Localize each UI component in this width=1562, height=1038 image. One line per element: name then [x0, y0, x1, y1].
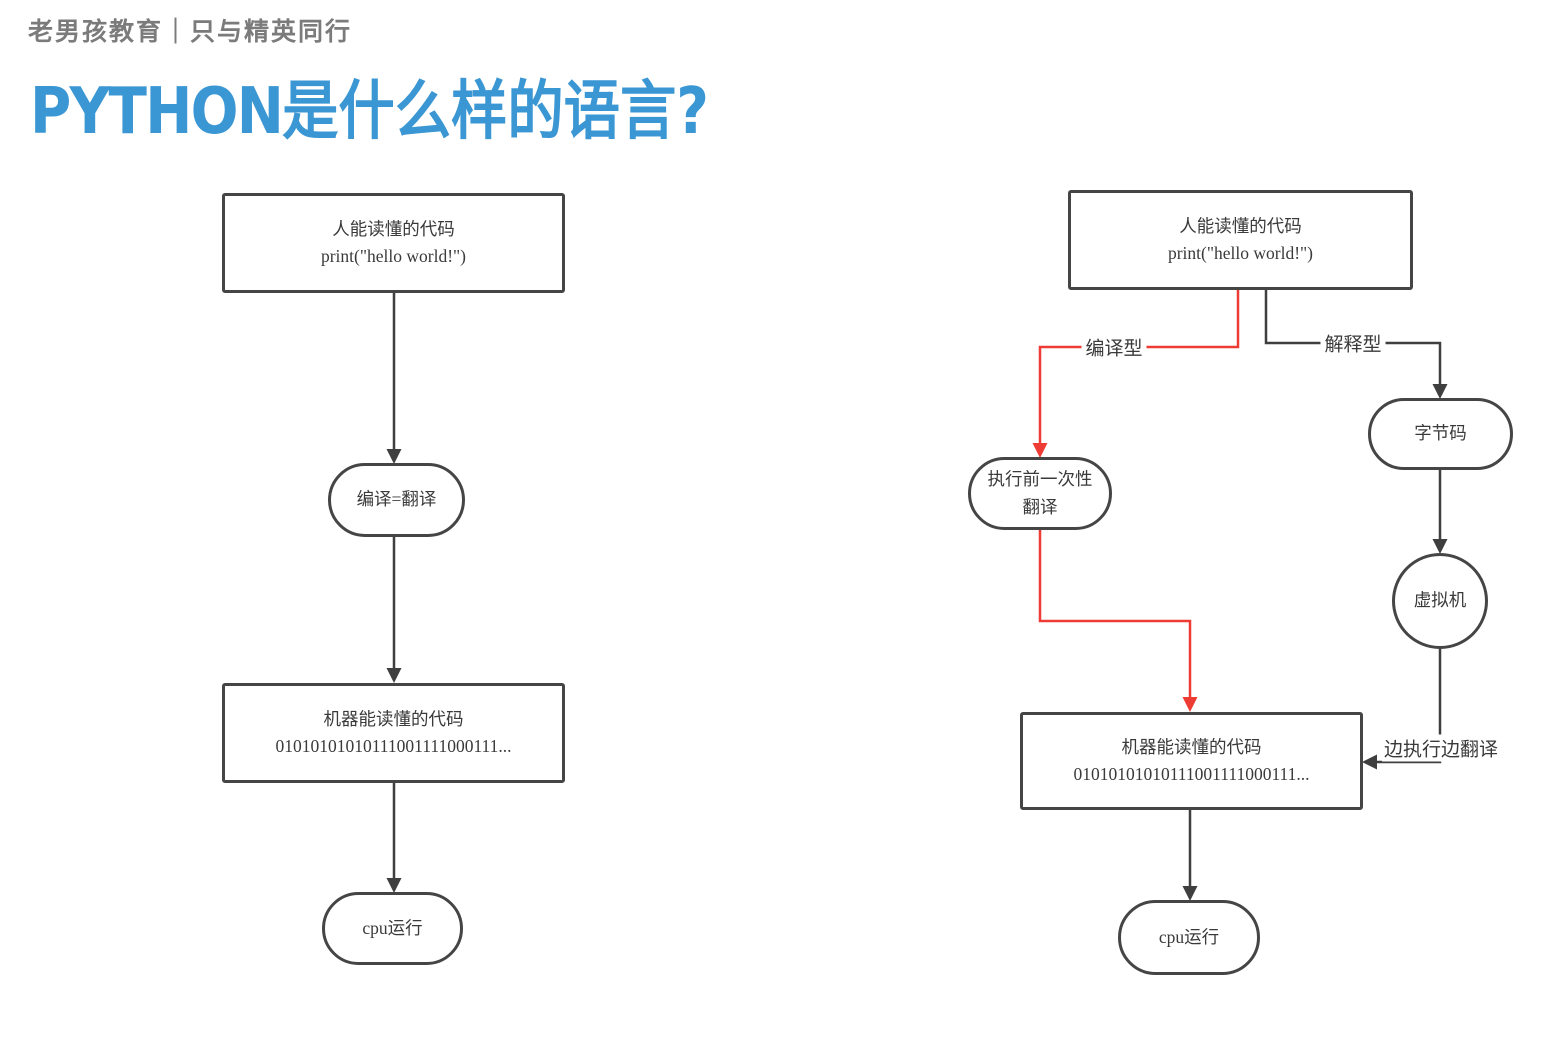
- node-cpu-run-right: cpu运行: [1118, 900, 1260, 975]
- arrowhead-left-2: [386, 668, 402, 683]
- node-text: 翻译: [1022, 496, 1058, 517]
- node-pretranslate: 执行前一次性 翻译: [968, 457, 1112, 530]
- node-text: cpu运行: [362, 917, 423, 938]
- title-latin: PYTHON: [30, 75, 284, 149]
- arrow-right-vm-to-machine: [1377, 649, 1442, 764]
- arrowhead-left-1: [386, 449, 402, 464]
- arrowhead-red-1: [1032, 443, 1048, 458]
- node-machine-code-left: 机器能读懂的代码 01010101010111001111000111...: [222, 683, 565, 783]
- arrowhead-left-3: [386, 878, 402, 893]
- arrowhead-right-vm: [1432, 539, 1448, 554]
- title-chinese: 是什么样的语言?: [282, 75, 709, 149]
- node-text: 虚拟机: [1413, 590, 1467, 611]
- arrowhead-right-machine-side: [1362, 754, 1377, 770]
- node-text: 执行前一次性: [987, 469, 1093, 490]
- node-cpu-run-left: cpu运行: [322, 892, 463, 965]
- arrowhead-right-bytecode: [1432, 384, 1448, 399]
- edge-label-translate-while-run: 边执行边翻译: [1381, 734, 1501, 762]
- edge-label-interpreted: 解释型: [1320, 329, 1386, 357]
- node-text: 机器能读懂的代码: [323, 708, 464, 729]
- edge-label-compiled: 编译型: [1081, 333, 1147, 361]
- node-text: 01010101010111001111000111...: [1073, 764, 1310, 784]
- node-compile-equals-translate: 编译=翻译: [328, 463, 465, 537]
- node-virtual-machine: 虚拟机: [1392, 553, 1488, 649]
- brand-header: 老男孩教育｜只与精英同行: [28, 18, 353, 46]
- node-text: 01010101010111001111000111...: [275, 736, 512, 756]
- node-human-code-left: 人能读懂的代码 print("hello world!"): [222, 193, 565, 293]
- arrow-red-pretranslate-to-machine: [1038, 530, 1192, 697]
- node-machine-code-right: 机器能读懂的代码 01010101010111001111000111...: [1020, 712, 1363, 810]
- arrow-red-compiled-branch: [1038, 290, 1240, 443]
- node-text: 人能读懂的代码: [1179, 215, 1302, 236]
- arrowhead-red-2: [1182, 697, 1198, 712]
- node-text: 编译=翻译: [356, 489, 437, 510]
- node-text: cpu运行: [1158, 926, 1220, 947]
- node-text: 机器能读懂的代码: [1121, 736, 1262, 757]
- node-human-code-right: 人能读懂的代码 print("hello world!"): [1068, 190, 1413, 290]
- page-title: PYTHON是什么样的语言?: [30, 60, 709, 152]
- node-text: 字节码: [1414, 423, 1467, 444]
- arrowhead-right-cpu: [1182, 886, 1198, 901]
- node-text: 人能读懂的代码: [332, 218, 455, 239]
- node-text: print("hello world!"): [1167, 243, 1314, 263]
- node-bytecode: 字节码: [1368, 398, 1513, 470]
- node-text: print("hello world!"): [320, 246, 467, 266]
